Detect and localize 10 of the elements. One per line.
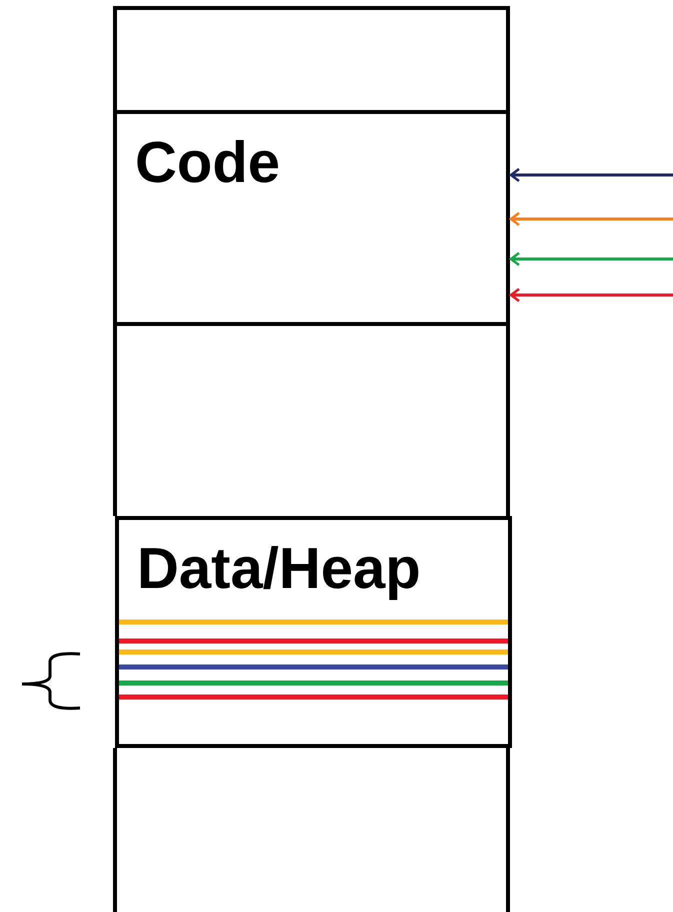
arrow bbox=[510, 252, 673, 266]
memory-segment bbox=[113, 748, 510, 912]
memory-segment bbox=[113, 326, 510, 516]
arrow bbox=[510, 212, 673, 226]
memory-segment bbox=[113, 6, 510, 114]
arrow bbox=[510, 288, 673, 302]
arrow bbox=[510, 168, 673, 182]
segment-label: Data/Heap bbox=[137, 535, 421, 603]
memory-segment bbox=[113, 114, 510, 326]
segment-label: Code bbox=[135, 129, 280, 197]
